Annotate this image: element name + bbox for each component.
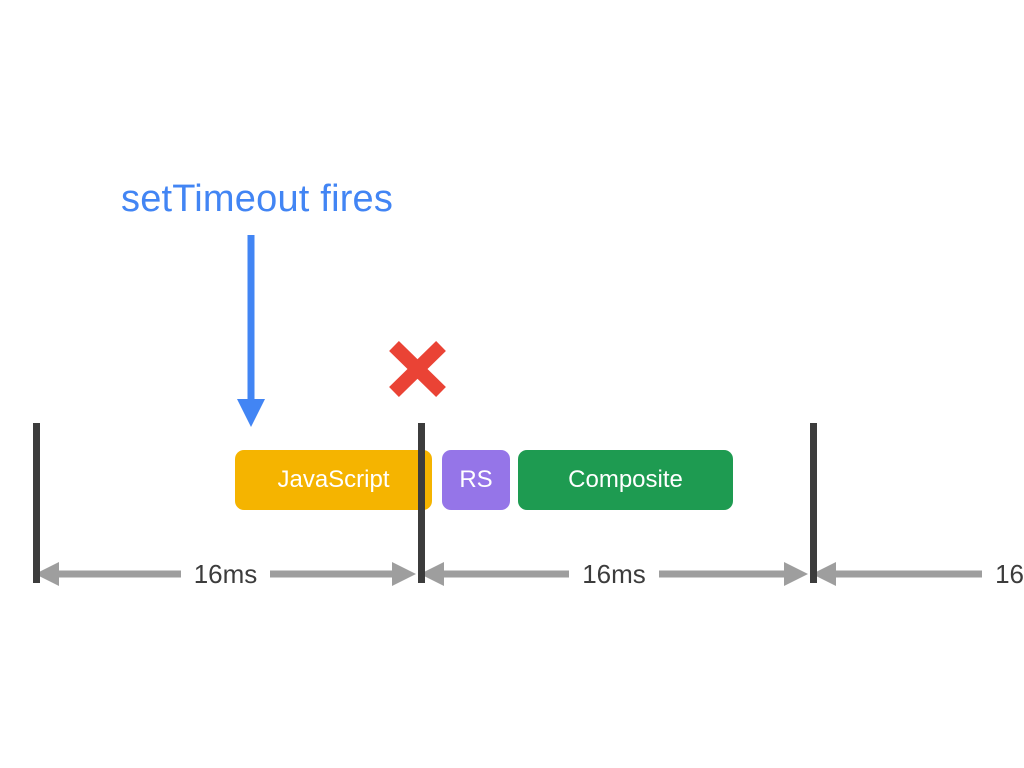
annotation-label: setTimeout fires	[121, 178, 394, 220]
task-bar-label: Composite	[568, 466, 683, 493]
frame-tick-start	[33, 423, 40, 583]
red-x-icon	[383, 337, 452, 401]
duration-label-first: 16ms	[180, 559, 271, 589]
duration-measure-first: 16ms	[33, 556, 418, 592]
duration-measure-third: 16	[810, 556, 1024, 592]
duration-label-third: 16	[982, 559, 1024, 589]
task-bar-rs: RS	[442, 450, 510, 510]
task-bar-label: RS	[459, 466, 493, 493]
double-arrow-icon	[812, 562, 995, 586]
duration-label-second: 16ms	[569, 559, 659, 589]
duration-measure-second: 16ms	[418, 556, 810, 592]
task-bar-label: JavaScript	[277, 466, 390, 493]
task-bar-javascript: JavaScript	[235, 450, 432, 510]
frame-tick-end	[810, 423, 817, 583]
frame-tick-middle	[418, 423, 425, 583]
task-bar-composite: Composite	[518, 450, 733, 510]
down-arrow-icon	[232, 233, 270, 429]
